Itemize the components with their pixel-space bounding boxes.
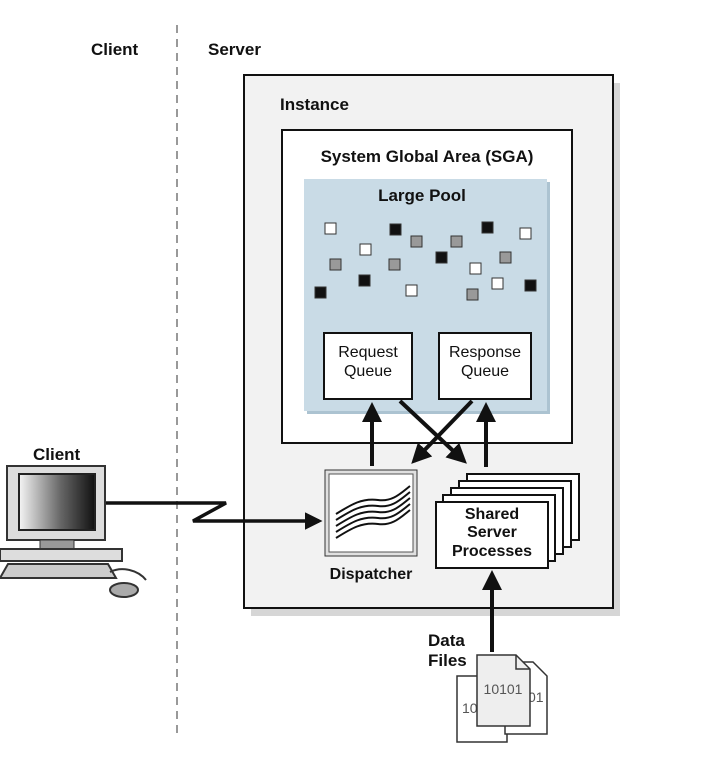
memory-blocks [314,221,537,301]
memory-block [388,258,401,271]
desktop-computer-icon: Client [0,445,147,598]
client-header: Client [91,40,139,59]
data-file-bits-back-left: 10 [462,700,478,716]
memory-block [524,279,537,292]
arrow-response-queue-to-dispatcher [411,399,474,464]
memory-block [450,235,463,248]
memory-block [491,277,504,290]
data-file-bits-back-right: 01 [528,689,544,705]
response-queue: Response Queue [438,332,532,400]
client-computer-label: Client [33,445,81,464]
server-header: Server [208,40,261,59]
data-file-bits-front: 10101 [484,681,523,697]
request-queue-label-line1: Request [338,344,398,361]
memory-block [435,251,448,264]
shared-server-label-line1: Shared [465,506,519,523]
memory-block [329,258,342,271]
data-files-label-line2: Files [428,651,467,670]
sga-label: System Global Area (SGA) [321,147,534,166]
memory-block [481,221,494,234]
memory-block [359,243,372,256]
shared-server-label-line2: Server [467,524,517,541]
memory-block [469,262,482,275]
memory-block [389,223,402,236]
data-files: Data Files 10 01 10101 [428,570,548,743]
memory-block [519,227,532,240]
dispatcher: Dispatcher [324,469,418,583]
memory-block [405,284,418,297]
response-queue-label-line2: Queue [461,363,509,380]
large-pool-label: Large Pool [378,186,466,205]
memory-block [314,286,327,299]
memory-block [358,274,371,287]
instance-label: Instance [280,95,349,114]
memory-block [499,251,512,264]
request-queue-label-line2: Queue [344,363,392,380]
data-files-label-line1: Data [428,631,465,650]
shared-server-processes: Shared Server Processes [435,473,580,569]
memory-block [410,235,423,248]
request-queue: Request Queue [323,332,413,400]
document-stack-icon: 10 01 10101 [456,654,548,743]
memory-block [466,288,479,301]
memory-block [324,222,337,235]
network-connection-arrow [106,501,323,530]
shared-server-label-line3: Processes [452,543,532,560]
dispatcher-waves-icon [335,485,411,539]
response-queue-label-line1: Response [449,344,521,361]
dispatcher-label: Dispatcher [330,566,413,583]
flow-arrows [362,399,496,467]
arrow-request-queue-to-shared-servers [398,399,467,464]
